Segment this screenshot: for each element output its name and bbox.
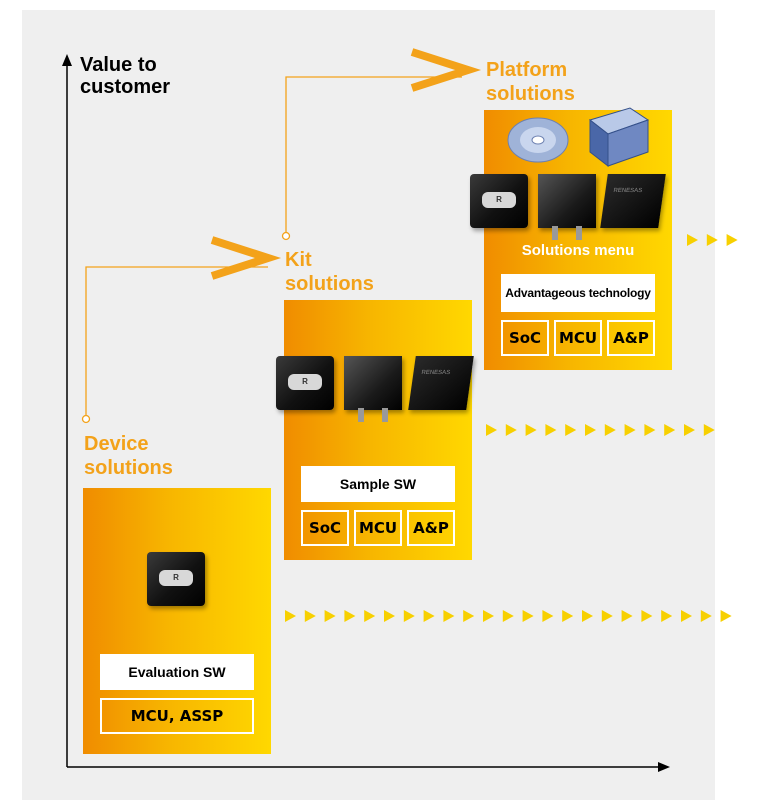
chip-icon: R: [276, 356, 334, 410]
chip-icon: [538, 174, 596, 240]
continuation-arrow-icon: [364, 610, 376, 622]
continuation-arrow-icon: [565, 424, 577, 436]
kit-solutions-title: Kit solutions: [285, 249, 374, 295]
continuation-arrow-icon: [601, 610, 613, 622]
chip-icon: R: [147, 552, 205, 606]
kit-tag-mcu: MCU: [354, 510, 402, 546]
device-tag-mcu-assp: MCU, ASSP: [100, 698, 254, 734]
continuation-arrow-icon: [463, 610, 475, 622]
device-solutions-title: Device solutions: [84, 433, 173, 479]
continuation-arrow-icon: [324, 610, 336, 622]
continuation-arrow-icon: [562, 610, 574, 622]
device-connector-node: [81, 414, 91, 424]
continuation-arrow-icon: [703, 424, 715, 436]
continuation-arrow-icon: [285, 610, 296, 622]
continuation-arrow-icon: [585, 424, 596, 436]
continuation-arrow-icon: [641, 610, 653, 622]
continuation-arrow-icon: [661, 610, 673, 622]
platform-chevron-icon: [410, 48, 482, 92]
solutions-menu-label: Solutions menu: [521, 242, 635, 259]
continuation-arrow-icon: [681, 610, 692, 622]
continuation-arrow-icon: [684, 424, 695, 436]
chip-icon: R: [470, 174, 528, 228]
chip-icon: [344, 356, 402, 422]
platform-solutions-title: Platform solutions: [486, 59, 575, 105]
platform-tag-soc: SoC: [501, 320, 549, 356]
continuation-arrow-icon: [522, 610, 534, 622]
x-axis-arrowhead: [658, 762, 670, 772]
cd-disc-icon: [507, 117, 569, 163]
kit-tag-soc: SoC: [301, 510, 349, 546]
platform-tag-ap: A&P: [607, 320, 655, 356]
continuation-arrow-icon: [644, 424, 656, 436]
kit-to-platform-connector: [285, 76, 462, 232]
continuation-arrow-icon: [423, 610, 435, 622]
continuation-arrow-icon: [545, 424, 557, 436]
continuation-arrow-icon: [304, 610, 316, 622]
platform-solutions-column: R RENESAS Solutions menu Advantageous te…: [470, 107, 672, 370]
kit-solutions-column: R RENESAS Sample SW SoC MCU A&P: [276, 300, 474, 560]
continuation-arrow-icon: [486, 424, 497, 436]
y-axis-label: Value to customer: [80, 54, 171, 98]
continuation-arrow-icon: [726, 234, 738, 246]
continuation-arrow-icon: [525, 424, 537, 436]
continuation-arrow-icon: [604, 424, 616, 436]
device-to-kit-connector: [85, 266, 268, 415]
y-axis-arrowhead: [62, 54, 72, 66]
continuation-arrow-icon: [624, 424, 636, 436]
device-software-box: Evaluation SW: [100, 654, 254, 690]
continuation-arrow-icon: [621, 610, 633, 622]
kit-software-box: Sample SW: [301, 466, 455, 502]
continuation-arrow-icon: [700, 610, 712, 622]
continuation-arrow-icon: [664, 424, 676, 436]
continuation-arrow-icon: [384, 610, 395, 622]
continuation-arrow-icon: [720, 610, 732, 622]
device-solutions-column: R Evaluation SW MCU, ASSP: [83, 488, 271, 754]
continuation-arrow-icon: [344, 610, 356, 622]
continuation-arrow-icon: [443, 610, 455, 622]
continuation-arrow-icon: [502, 610, 514, 622]
kit-tag-ap: A&P: [407, 510, 455, 546]
continuation-arrow-icon: [505, 424, 517, 436]
manual-book-icon: [588, 107, 650, 168]
continuation-arrow-icon: [687, 234, 698, 246]
kit-connector-node: [281, 231, 291, 241]
continuation-arrow-icon: [403, 610, 415, 622]
continuation-arrow-icon: [542, 610, 554, 622]
continuation-arrow-icon: [706, 234, 718, 246]
platform-software-box: Advantageous technology: [501, 274, 655, 312]
platform-tag-mcu: MCU: [554, 320, 602, 356]
continuation-arrow-icon: [582, 610, 593, 622]
kit-chevron-icon: [210, 236, 282, 280]
continuation-arrow-icon: [483, 610, 494, 622]
